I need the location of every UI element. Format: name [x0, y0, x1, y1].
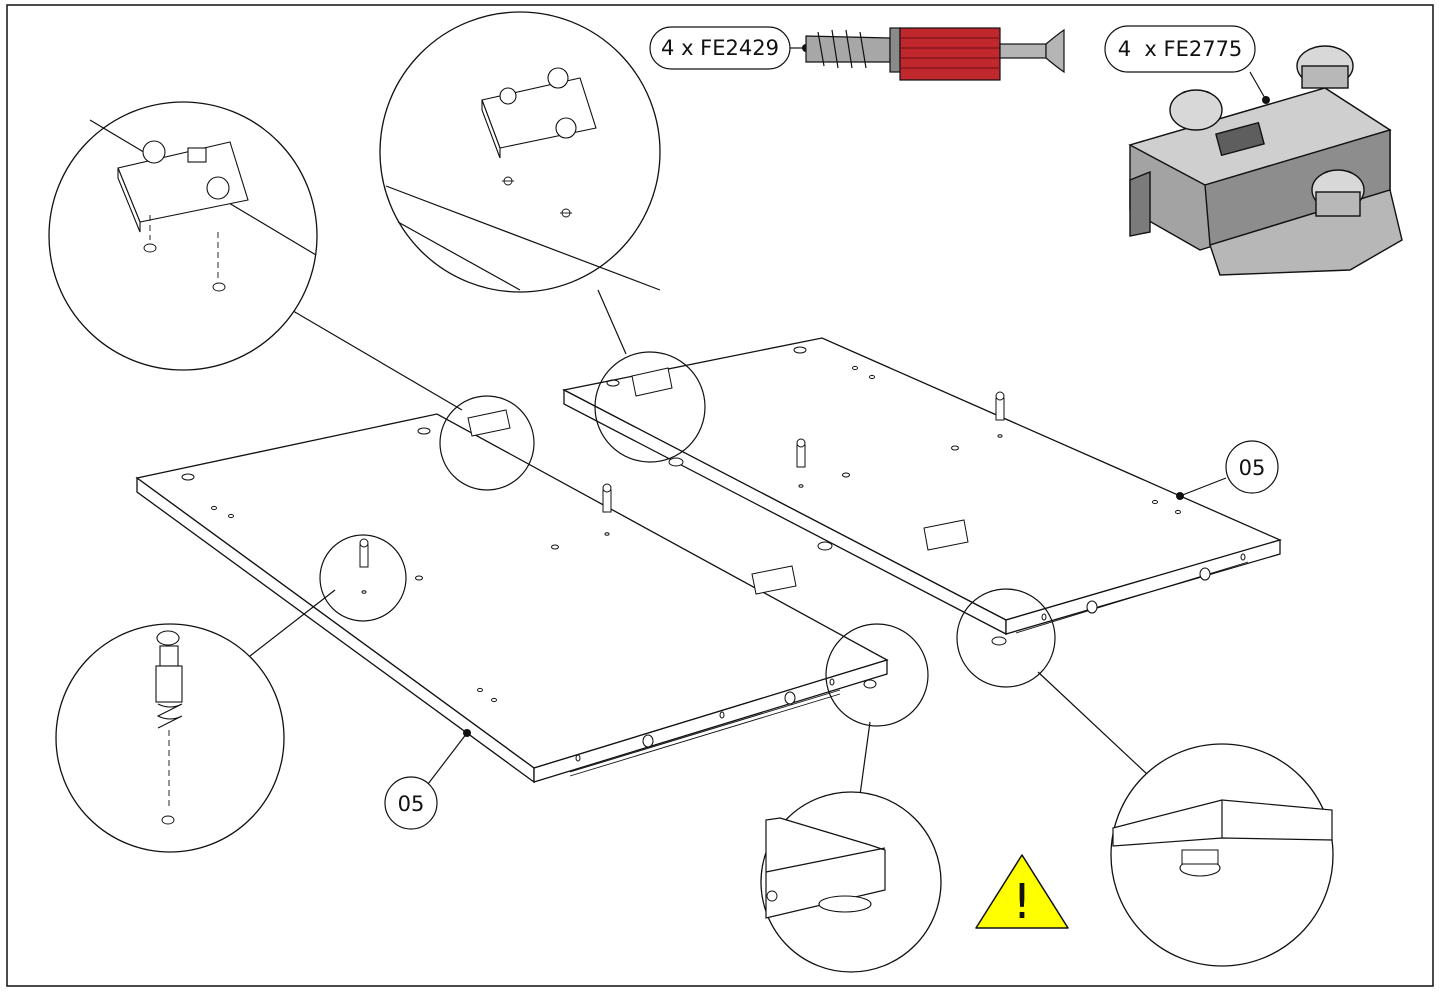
panel-left-studs: [642, 679, 877, 748]
ref-label-right: 05: [1239, 456, 1266, 480]
panel-right-dowel: [796, 391, 1005, 488]
ref-tag-right: 05: [1176, 440, 1279, 500]
ref-label-left: 05: [398, 792, 425, 816]
part-fe2775: 4 x FE2775: [1104, 25, 1403, 276]
warning-glyph: !: [1012, 874, 1031, 930]
panel-right-studs: [668, 457, 1211, 646]
panel-right-holes: [606, 346, 1246, 621]
panel-right-hinge-plate: [631, 367, 969, 551]
zoom-circle-hinge-top: [379, 11, 661, 293]
cam-dowel-icon: [805, 27, 1065, 81]
part-label-fe2775: 4 x FE2775: [1118, 37, 1243, 61]
ref-tag-left: 05: [384, 729, 471, 830]
callout-leaders: [249, 289, 1149, 796]
warning-triangle-icon: !: [975, 854, 1069, 930]
small-callout-circles: [319, 351, 1056, 727]
zoom-circle-foot-left: [760, 791, 942, 973]
zoom-circle-foot-right: [1110, 743, 1334, 967]
part-label-fe2429: 4 x FE2429: [661, 36, 779, 60]
hinge-mounting-plate-icon: [1128, 45, 1403, 276]
label-box-fe2775: [1104, 25, 1256, 73]
zoom-circle-dowel: [55, 623, 285, 853]
panel-right: [562, 337, 1282, 646]
panel-left: [135, 409, 889, 784]
page-frame: [6, 4, 1434, 987]
panel-left-holes: [181, 427, 835, 762]
part-fe2429: 4 x FE2429: [649, 26, 1065, 81]
zoom-circle-hinge-left: [48, 101, 318, 371]
panel-left-hinge-plate: [467, 409, 797, 595]
panel-left-dowel: [359, 483, 612, 594]
